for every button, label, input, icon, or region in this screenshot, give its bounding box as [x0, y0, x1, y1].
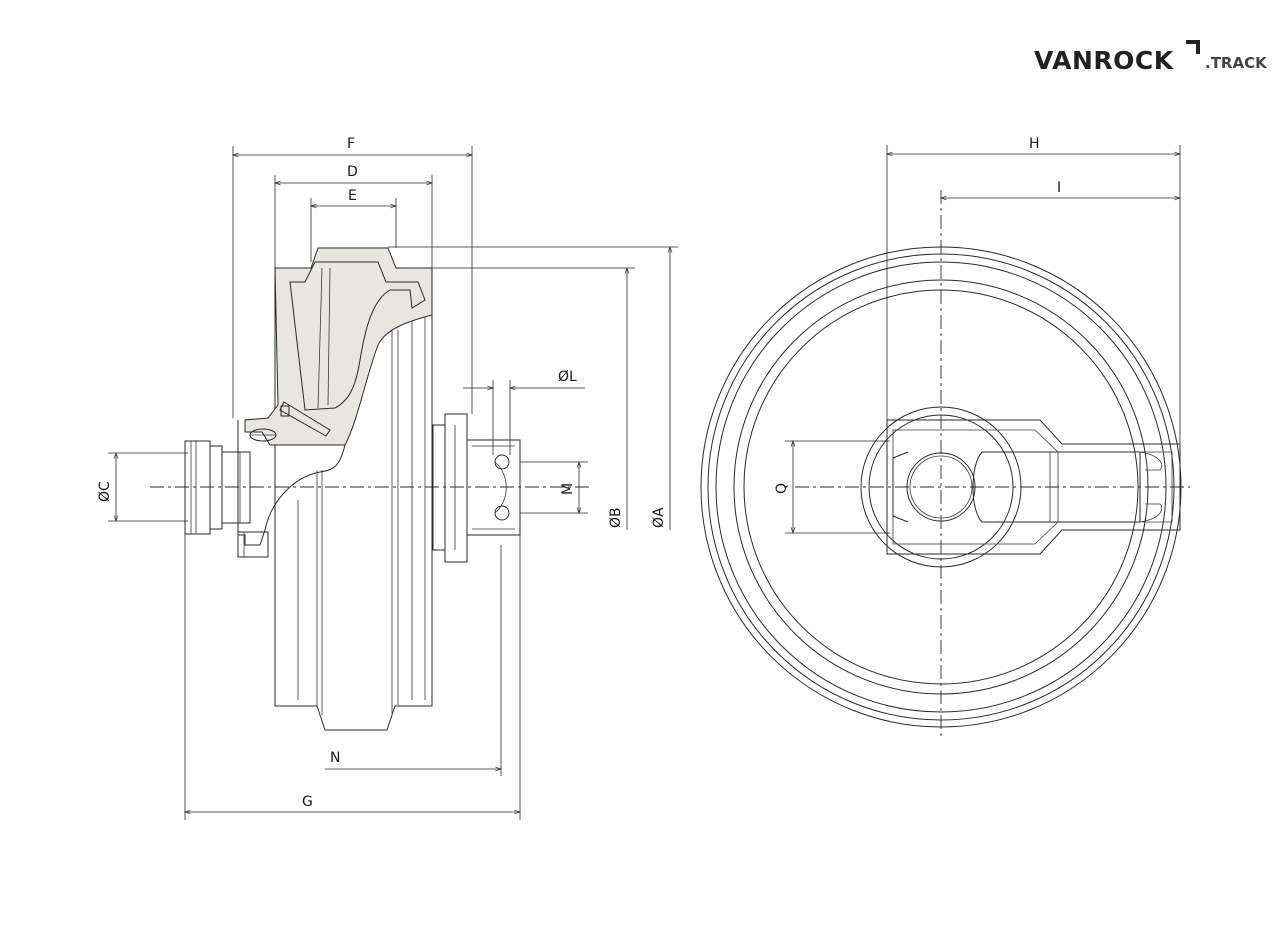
- bracket-slot-left: [892, 451, 909, 523]
- bolt-hole-bottom: [494, 505, 510, 521]
- left-collar-ring: [209, 445, 223, 530]
- bracket-inner: [892, 429, 1173, 545]
- dim-label-D: D: [347, 164, 358, 180]
- hub-lower: [237, 420, 346, 546]
- dim-label-A: ØA: [651, 507, 667, 528]
- dim-label-E: E: [348, 188, 357, 204]
- left-collar: [184, 440, 211, 535]
- dim-label-F: F: [347, 136, 355, 152]
- side-section-view: F D E ØL N G M ØB ØA ØC: [97, 136, 678, 820]
- bolt-hole-top: [494, 454, 510, 470]
- dim-label-I: I: [1057, 180, 1061, 196]
- front-view: H I Q: [700, 136, 1190, 740]
- housing-curve: [494, 461, 507, 514]
- bracket-curve: [1139, 503, 1163, 523]
- dim-label-M: M: [560, 483, 576, 495]
- dim-label-Q: Q: [774, 483, 790, 494]
- dim-label-L: ØL: [558, 369, 577, 385]
- left-shaft: [221, 451, 251, 524]
- corner-arrow-icon: [1186, 40, 1200, 54]
- left-boss: [237, 531, 269, 558]
- dim-label-H: H: [1029, 136, 1040, 152]
- section-inner-cavity: [289, 261, 426, 411]
- section-rib: [317, 267, 323, 409]
- section-fill: [244, 247, 433, 446]
- right-housing: [466, 439, 521, 536]
- dim-label-B: ØB: [608, 507, 624, 528]
- seal-detail: [280, 405, 290, 417]
- dim-label-G: G: [302, 794, 313, 810]
- dim-label-C: ØC: [97, 481, 113, 502]
- brand-name: VANROCK: [1034, 46, 1175, 75]
- right-bracket: [444, 413, 468, 563]
- brand-logo: VANROCK .TRACK: [1034, 40, 1268, 75]
- rim-outline: [274, 268, 433, 731]
- bracket-curve: [1139, 451, 1163, 471]
- bracket-outline: [886, 419, 1181, 555]
- dim-label-N: N: [330, 750, 340, 766]
- right-flange: [432, 424, 446, 551]
- brand-suffix: .TRACK: [1205, 54, 1268, 72]
- section-rib: [327, 267, 331, 406]
- bracket-slot-mid: [972, 451, 1141, 523]
